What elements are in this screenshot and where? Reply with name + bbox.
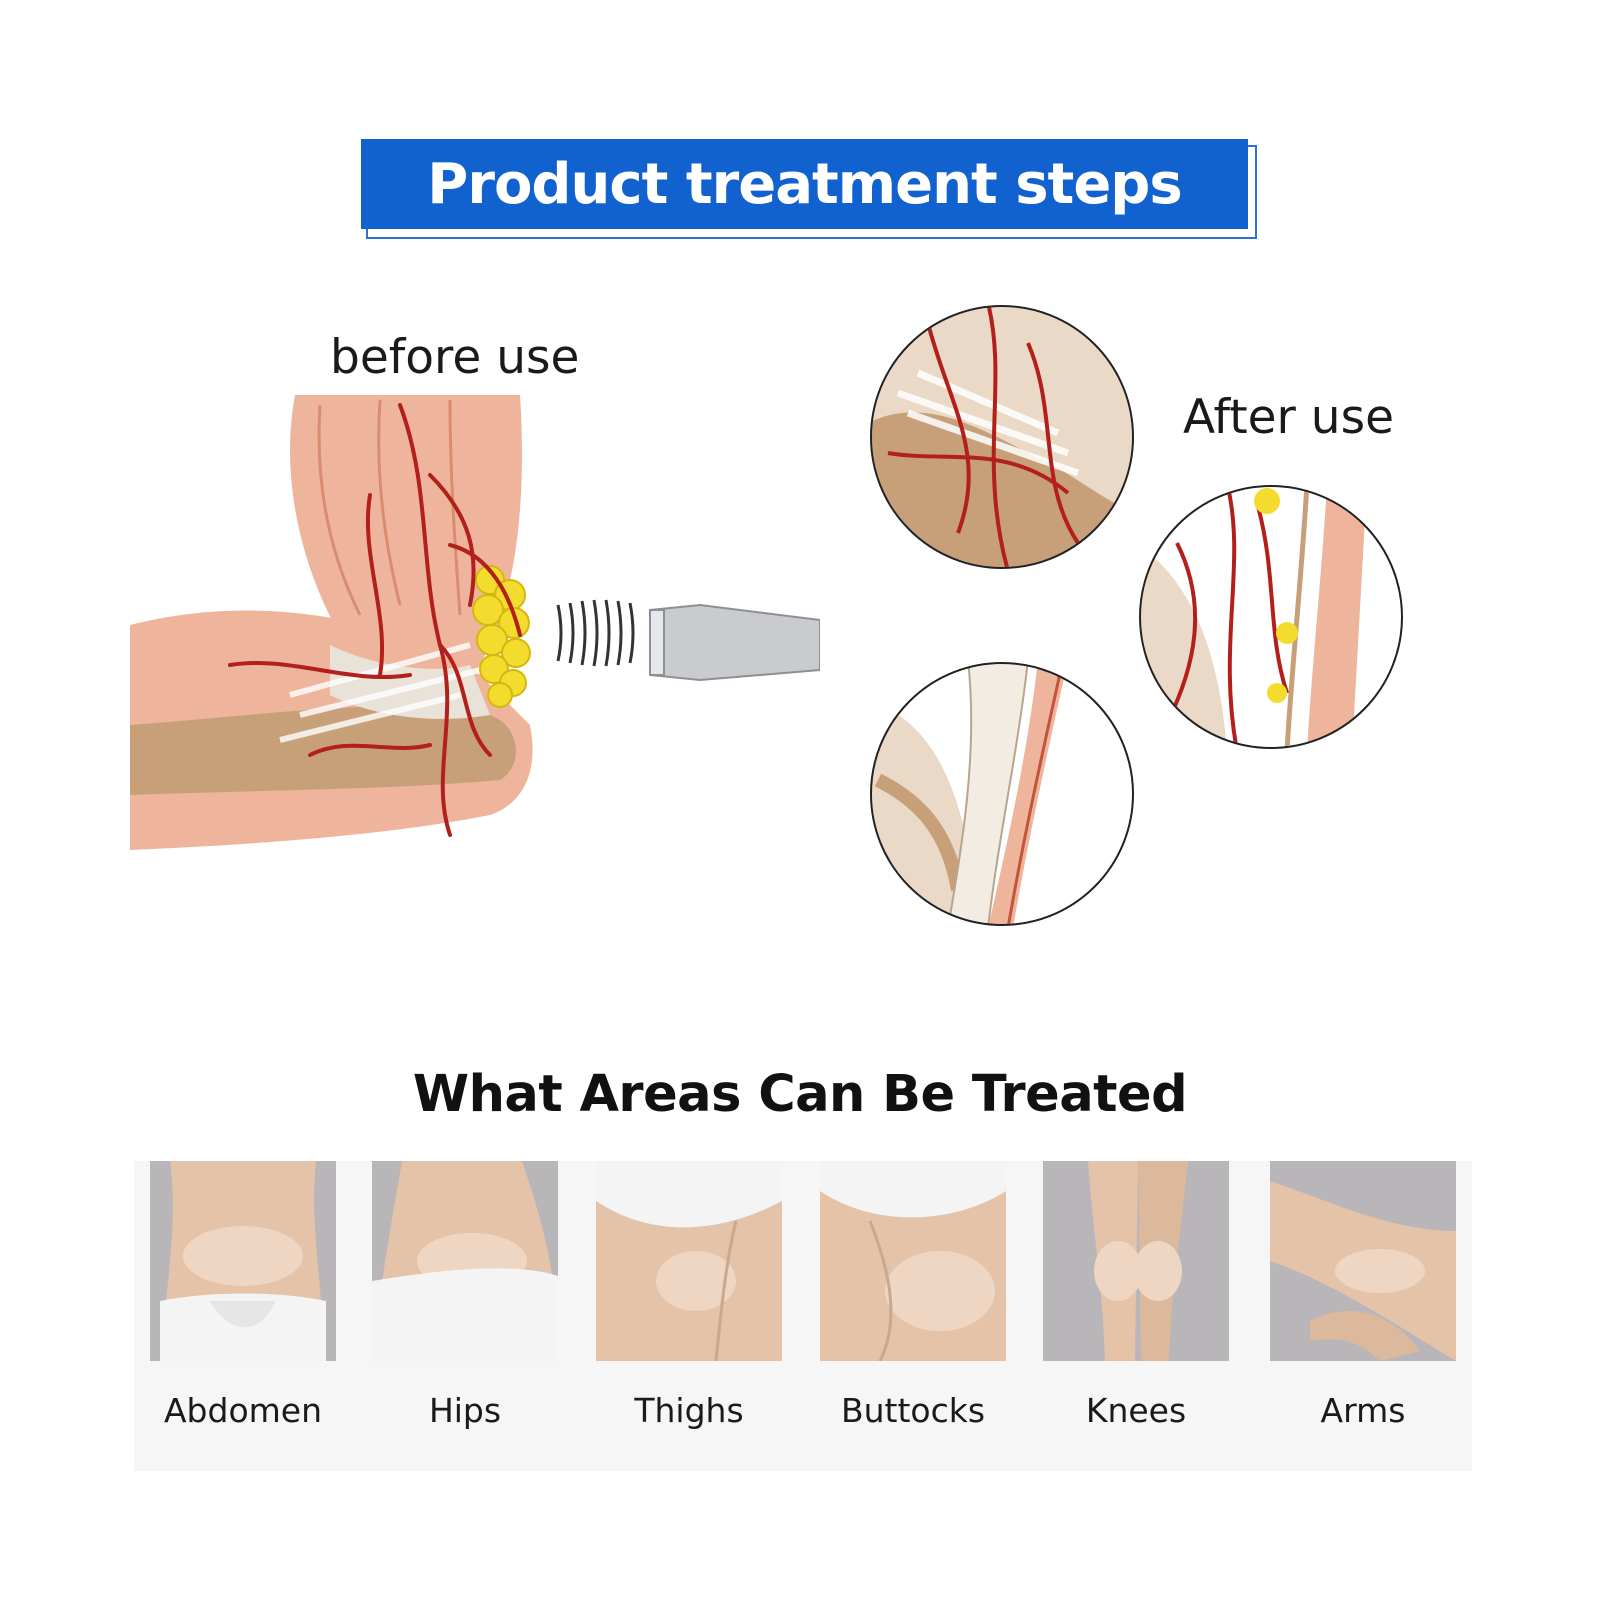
page-title: Product treatment steps [427, 151, 1182, 217]
area-buttocks: Buttocks [820, 1161, 1006, 1471]
areas-title: What Areas Can Be Treated [412, 1065, 1188, 1124]
arms-photo [1270, 1161, 1456, 1361]
after-use-label: After use [1183, 390, 1394, 445]
after-use-circle-2 [1139, 485, 1403, 749]
area-thighs: Thighs [596, 1161, 782, 1471]
before-use-label: before use [330, 330, 580, 385]
area-label: Abdomen [163, 1391, 323, 1430]
after-use-circle-1 [870, 305, 1134, 569]
area-abdomen: Abdomen [150, 1161, 336, 1471]
area-hips: Hips [372, 1161, 558, 1471]
buttocks-photo [820, 1161, 1006, 1361]
area-label: Knees [1085, 1391, 1187, 1430]
area-label: Buttocks [840, 1391, 986, 1430]
knees-photo [1043, 1161, 1229, 1361]
elbow-anatomy-illustration [130, 395, 820, 850]
area-arms: Arms [1270, 1161, 1456, 1471]
hips-photo [372, 1161, 558, 1361]
thighs-photo [596, 1161, 782, 1361]
header-banner: Product treatment steps [361, 139, 1248, 229]
area-knees: Knees [1043, 1161, 1229, 1471]
abdomen-photo [150, 1161, 336, 1361]
areas-panel [134, 1161, 1472, 1471]
after-use-circle-3 [870, 662, 1134, 926]
area-label: Arms [1320, 1391, 1406, 1430]
area-label: Thighs [634, 1391, 744, 1430]
area-label: Hips [428, 1391, 502, 1430]
